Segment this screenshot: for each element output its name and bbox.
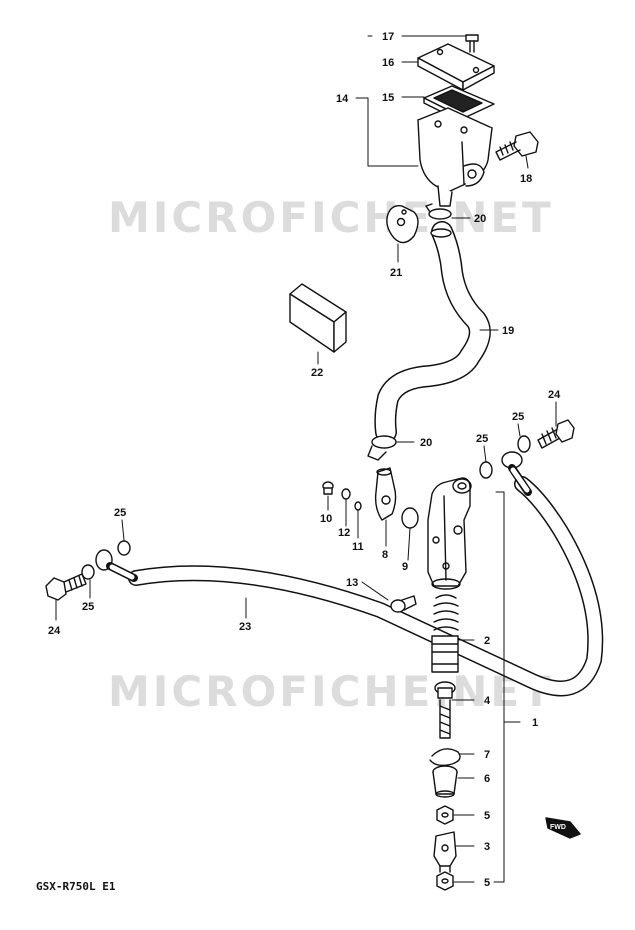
push-rod — [434, 681, 456, 739]
banjo-bolt-left — [45, 573, 87, 601]
model-code: GSX-R750L E1 — [36, 880, 116, 893]
crush-washer-25a — [117, 540, 131, 556]
hose-clamp-lower — [367, 435, 397, 461]
callout-12: 12 — [338, 527, 350, 539]
callout-9: 9 — [402, 561, 408, 573]
callout-7: 7 — [484, 749, 490, 761]
hose-clamp-upper — [425, 203, 452, 220]
banjo-bolt-right — [537, 419, 575, 449]
callout-5-lower: 5 — [484, 877, 490, 889]
hose-connector — [374, 467, 397, 521]
callout-25-right: 25 — [512, 411, 524, 423]
lock-nut-upper — [436, 805, 454, 825]
reservoir-hose-screw — [390, 595, 417, 613]
callout-23: 23 — [239, 621, 251, 633]
banjo-fitting-left — [95, 549, 138, 582]
callout-18: 18 — [520, 173, 532, 185]
crush-washer-25d — [81, 564, 95, 580]
caution-label-card — [289, 283, 347, 353]
lock-nut-lower — [436, 871, 454, 891]
callout-15: 15 — [382, 92, 394, 104]
callout-numbers: 17 16 15 14 18 20 21 19 22 24 25 25 20 1… — [48, 31, 561, 889]
brake-hose — [128, 476, 604, 697]
o-ring — [401, 507, 419, 529]
callout-25-cylinder: 25 — [476, 433, 488, 445]
callout-1: 1 — [532, 717, 538, 729]
callout-8: 8 — [382, 549, 388, 561]
washer-12 — [341, 488, 351, 500]
callout-25-left-upper: 25 — [114, 507, 126, 519]
callout-19: 19 — [502, 325, 514, 337]
forward-arrow-icon — [545, 817, 581, 839]
crush-washer-25b — [517, 435, 531, 453]
reservoir-hose — [374, 221, 491, 443]
callout-25-left-lower: 25 — [82, 601, 94, 613]
callout-20-upper: 20 — [474, 213, 486, 225]
callout-17: 17 — [382, 31, 394, 43]
forward-label: FWD — [550, 824, 566, 831]
callout-3: 3 — [484, 841, 490, 853]
reservoir-cap-screw — [465, 34, 479, 53]
reservoir-cap — [417, 43, 495, 91]
callout-13: 13 — [346, 577, 358, 589]
callout-10: 10 — [320, 513, 332, 525]
dust-boot — [432, 765, 458, 798]
master-cylinder-body — [427, 477, 472, 590]
washer-11 — [354, 501, 362, 511]
callout-20-lower: 20 — [420, 437, 432, 449]
piston-spring — [431, 594, 459, 673]
callout-5-upper: 5 — [484, 810, 490, 822]
callout-2: 2 — [484, 635, 490, 647]
reservoir-mount-bolt — [495, 131, 539, 161]
callout-4: 4 — [484, 695, 491, 707]
callout-22: 22 — [311, 367, 323, 379]
banjo-fitting-right — [501, 451, 532, 496]
hose-joint-screw — [322, 481, 334, 495]
callout-16: 16 — [382, 57, 394, 69]
reservoir-bracket-plate — [386, 204, 419, 244]
callout-21: 21 — [390, 267, 402, 279]
callout-24-left: 24 — [48, 625, 61, 637]
watermark-top: MICROFICHE.NET — [108, 193, 554, 242]
clevis-joint — [433, 831, 457, 873]
circlip — [429, 748, 461, 767]
crush-washer-25c — [479, 461, 493, 479]
callout-24-right: 24 — [548, 389, 561, 401]
callout-11: 11 — [352, 541, 364, 553]
leader-lines — [55, 35, 557, 883]
watermark-bottom: MICROFICHE.NET — [108, 667, 554, 716]
callout-14: 14 — [336, 93, 349, 105]
reservoir-body — [417, 107, 493, 207]
callout-6: 6 — [484, 773, 490, 785]
